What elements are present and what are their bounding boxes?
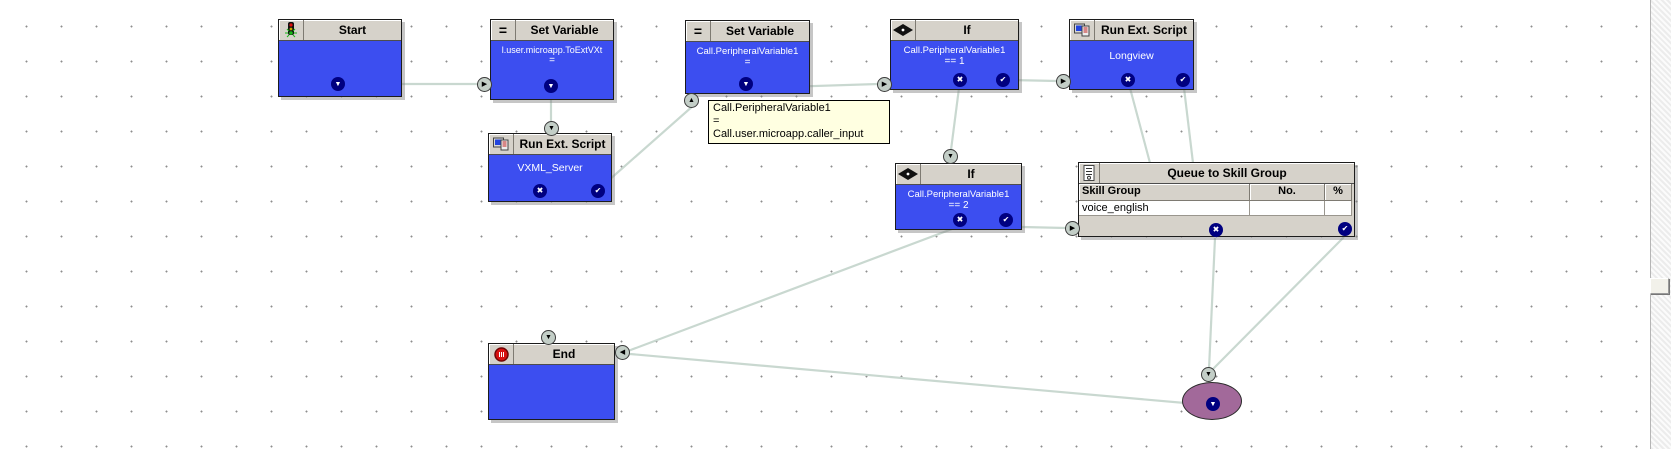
node-title: Start <box>338 23 367 37</box>
if-2-input-connector[interactable]: ▼ <box>943 149 958 164</box>
comment-line: Call.user.microapp.caller_input <box>713 128 864 140</box>
variable-name: Call.PeripheralVariable1 <box>696 46 799 57</box>
comment-box[interactable]: Call.PeripheralVariable1 = Call.user.mic… <box>708 100 890 144</box>
connector-line <box>1021 225 1067 230</box>
vxml-failure-port[interactable]: ✖ <box>533 184 547 198</box>
pct-cell <box>1325 201 1352 216</box>
comment-line: Call.PeripheralVariable1 <box>713 102 831 114</box>
variable-name: l.user.microapp.ToExtVXt <box>501 45 603 55</box>
queue-icon <box>1079 163 1100 183</box>
set-variable-2-input-connector[interactable]: ▲ <box>684 93 699 108</box>
variable-operator: = <box>744 57 751 68</box>
node-start[interactable]: Start <box>278 19 402 97</box>
terminator-input-connector[interactable]: ▼ <box>1201 367 1216 382</box>
stop-icon <box>489 344 514 364</box>
if-diamond-icon <box>896 164 921 184</box>
condition-value: == 2 <box>948 200 969 211</box>
longview-failure-port[interactable]: ✖ <box>1121 73 1135 87</box>
queue-table-row[interactable]: voice_english <box>1079 201 1354 216</box>
column-header: Skill Group <box>1079 184 1250 201</box>
node-title: Set Variable <box>530 23 599 37</box>
equals-icon: = <box>686 21 711 41</box>
node-title: Run Ext. Script <box>1100 23 1187 37</box>
connector-line <box>1128 87 1152 164</box>
condition-expression: Call.PeripheralVariable1 <box>907 189 1010 200</box>
set-variable-1-output-port[interactable]: ▼ <box>544 79 558 93</box>
terminator-output-port[interactable]: ▼ <box>1206 397 1220 411</box>
connector-line <box>1212 236 1345 370</box>
script-icon <box>489 134 514 154</box>
column-header: % <box>1325 184 1352 201</box>
equals-icon: = <box>491 20 516 40</box>
column-header: No. <box>1250 184 1325 201</box>
node-end[interactable]: End <box>488 343 615 420</box>
connector-line <box>629 352 1186 405</box>
end-right-input-connector[interactable]: ◀ <box>615 345 630 360</box>
skill-group-cell: voice_english <box>1079 201 1250 216</box>
vxml-success-port[interactable]: ✔ <box>591 184 605 198</box>
condition-expression: Call.PeripheralVariable1 <box>903 45 1006 56</box>
condition-value: == 1 <box>944 56 965 67</box>
node-queue-to-skill-group[interactable]: Queue to Skill Group Skill Group No. % v… <box>1078 162 1355 237</box>
if-2-success-port[interactable]: ✔ <box>999 213 1013 227</box>
if-1-input-connector[interactable]: ▶ <box>877 77 892 92</box>
queue-input-connector[interactable]: ▶ <box>1065 221 1080 236</box>
vxml-input-connector[interactable]: ▼ <box>544 121 559 136</box>
node-set-variable-2[interactable]: = Set Variable Call.PeripheralVariable1 … <box>685 20 810 94</box>
traffic-light-icon <box>279 20 304 40</box>
set-variable-1-input-connector[interactable]: ▶ <box>477 77 492 92</box>
if-diamond-icon <box>891 20 916 40</box>
connector-line <box>627 227 953 353</box>
connector-line <box>1182 87 1195 164</box>
connector-line <box>949 87 961 151</box>
end-top-input-connector[interactable]: ▼ <box>541 330 556 345</box>
set-variable-2-output-port[interactable]: ▼ <box>739 77 753 91</box>
queue-table-header: Skill Group No. % <box>1079 184 1354 201</box>
if-1-success-port[interactable]: ✔ <box>996 73 1010 87</box>
queue-failure-port[interactable]: ✖ <box>1209 223 1223 237</box>
variable-operator: = <box>549 55 555 66</box>
node-title: Queue to Skill Group <box>1167 166 1287 180</box>
canvas-edge-strip <box>1650 0 1671 449</box>
comment-line: = <box>713 115 720 127</box>
longview-success-port[interactable]: ✔ <box>1176 73 1190 87</box>
script-icon <box>1070 20 1095 40</box>
if-2-failure-port[interactable]: ✖ <box>953 213 967 227</box>
node-title: Set Variable <box>725 24 795 38</box>
start-output-port[interactable]: ▼ <box>331 77 345 91</box>
if-1-failure-port[interactable]: ✖ <box>953 73 967 87</box>
longview-input-connector[interactable]: ▶ <box>1056 74 1071 89</box>
script-name: VXML_Server <box>517 162 583 174</box>
connector-line <box>1207 237 1217 370</box>
edge-handle-button[interactable] <box>1650 278 1669 294</box>
script-name: Longview <box>1109 50 1154 62</box>
node-title: If <box>967 167 975 181</box>
node-title: Run Ext. Script <box>519 137 606 151</box>
queue-success-port[interactable]: ✔ <box>1338 222 1352 236</box>
node-title: End <box>552 347 576 361</box>
node-title: If <box>963 23 971 37</box>
connector-line <box>599 104 695 189</box>
no-cell <box>1250 201 1325 216</box>
